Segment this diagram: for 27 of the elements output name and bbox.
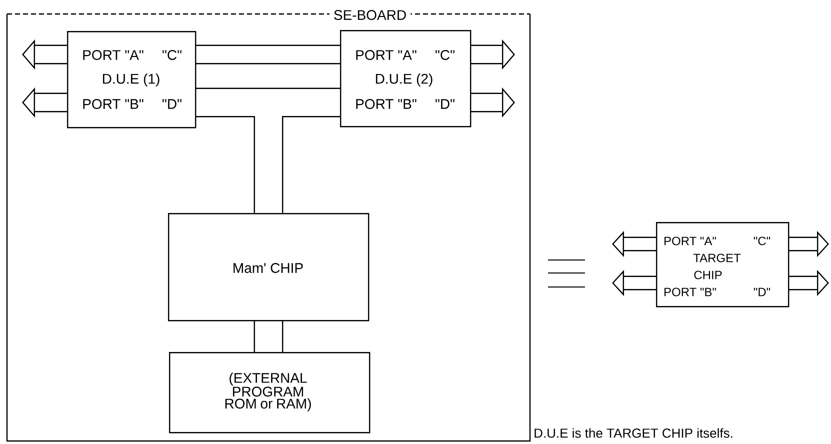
chip-box [340,30,472,128]
chip-label: TARGET [693,254,741,262]
chip-label: D.U.E (1) [102,73,160,87]
bus-line [195,44,340,64]
chip-label: Mam' CHIP [234,263,303,273]
chip-label: PORT "B" [664,288,716,296]
chip-label: PORT "B" [356,99,416,109]
chip-label: "C" [754,236,770,246]
chip-label: PORT "B" [83,99,144,109]
board-title: SE-BOARD [329,9,411,21]
chip-box [67,31,196,128]
chip-label: PORT "A" [664,236,716,246]
chip-box [656,222,790,308]
chip-label: CHIP [694,270,722,280]
chip-label: D.U.E (2) [376,73,432,87]
chip-label: (EXTERNAL PROGRAM ROM or RAM) [225,372,311,412]
caption: D.U.E is the TARGET CHIP itselfs. [534,428,732,438]
chip-label: "C" [162,50,182,60]
chip-label: "D" [436,99,454,109]
chip-box [168,213,370,322]
chip-label: "D" [162,99,182,109]
chip-label: "C" [436,50,454,60]
bus-line [254,320,284,352]
chip-label: "D" [754,288,770,296]
memory-box [169,352,370,434]
chip-label: PORT "A" [356,50,416,60]
chip-label: PORT "A" [83,50,144,60]
